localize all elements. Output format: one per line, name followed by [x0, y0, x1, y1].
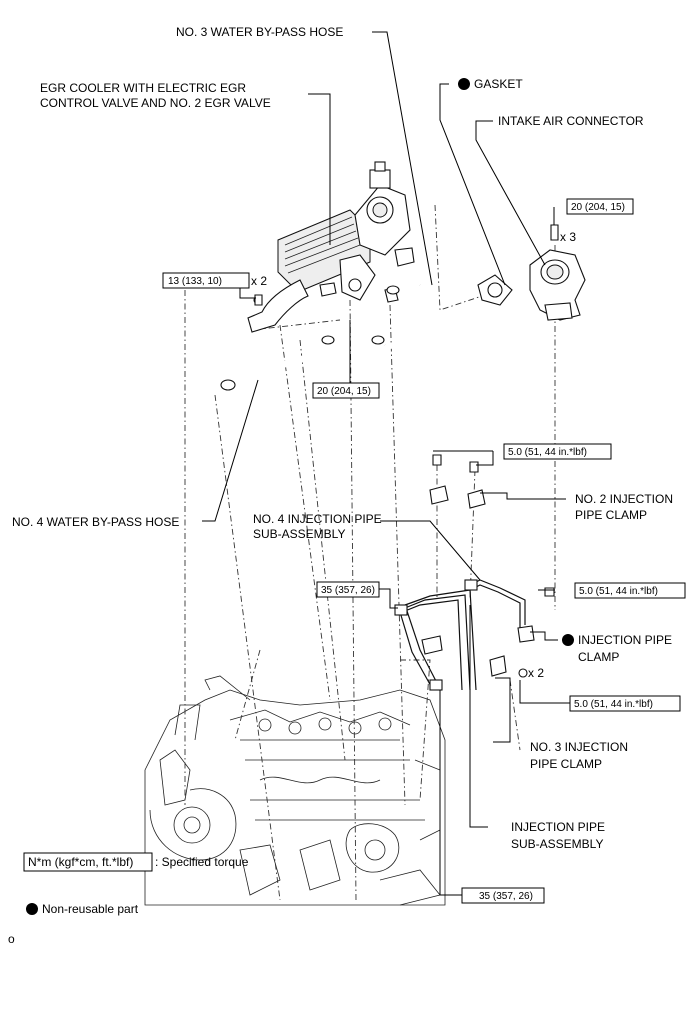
torque-box-35-b: 35 (357, 26)	[461, 887, 545, 904]
leader-lines	[202, 31, 570, 896]
multiplier-x2-a: x 2	[251, 274, 267, 288]
label-gasket: GASKET	[474, 77, 523, 91]
torque-20-top-text: 20 (204, 15)	[571, 202, 625, 213]
label-egr-cooler-line2: CONTROL VALVE AND NO. 2 EGR VALVE	[40, 96, 271, 110]
label-no2-injection-pipe-clamp-line2: PIPE CLAMP	[575, 508, 647, 522]
legend-torque-unit: N*m (kgf*cm, ft.*lbf)	[28, 855, 133, 869]
label-no3-water-bypass-hose: NO. 3 WATER BY-PASS HOSE	[176, 25, 343, 39]
nonreusable-marker-injection-pipe-clamp	[562, 634, 574, 646]
torque-box-5-a: 5.0 (51, 44 in.*lbf)	[503, 443, 612, 460]
label-egr-cooler-line1: EGR COOLER WITH ELECTRIC EGR	[40, 81, 246, 95]
label-intake-air-connector: INTAKE AIR CONNECTOR	[498, 114, 644, 128]
torque-20-mid-text: 20 (204, 15)	[317, 386, 371, 397]
legend-torque: N*m (kgf*cm, ft.*lbf) : Specified torque	[23, 852, 249, 872]
label-no4-injection-pipe-line1: NO. 4 INJECTION PIPE	[253, 512, 382, 526]
torque-box-5-b: 5.0 (51, 44 in.*lbf)	[574, 582, 686, 599]
multiplier-x3: x 3	[560, 230, 576, 244]
torque-5-b-text: 5.0 (51, 44 in.*lbf)	[579, 586, 658, 597]
torque-5-a-text: 5.0 (51, 44 in.*lbf)	[508, 447, 587, 458]
label-injection-pipe-sub-assembly-line2: SUB-ASSEMBLY	[511, 837, 603, 851]
torque-box-20-mid: 20 (204, 15)	[312, 382, 380, 399]
label-injection-pipe-sub-assembly-line1: INJECTION PIPE	[511, 820, 605, 834]
assembly-lines	[184, 204, 556, 901]
footer-code: o	[8, 932, 15, 946]
nonreusable-marker-gasket	[458, 78, 470, 90]
torque-box-20-top: 20 (204, 15)	[566, 198, 634, 215]
egr-cooler-assembly	[247, 161, 415, 333]
torque-box-13: 13 (133, 10)	[162, 272, 250, 289]
multiplier-x2-b: x 2	[528, 666, 544, 680]
gasket	[477, 274, 513, 306]
torque-5-c-text: 5.0 (51, 44 in.*lbf)	[574, 699, 653, 710]
nonreusable-symbol	[26, 903, 38, 915]
label-injection-pipe-clamp-line2: CLAMP	[578, 650, 619, 664]
torque-35-b-text: 35 (357, 26)	[479, 891, 533, 902]
label-no3-injection-pipe-clamp-line2: PIPE CLAMP	[530, 757, 602, 771]
label-no3-injection-pipe-clamp-line1: NO. 3 INJECTION	[530, 740, 628, 754]
torque-box-5-c: 5.0 (51, 44 in.*lbf)	[569, 695, 681, 712]
label-no2-injection-pipe-clamp-line1: NO. 2 INJECTION	[575, 492, 673, 506]
intake-air-connector	[529, 224, 586, 321]
legend-torque-desc: : Specified torque	[155, 855, 249, 869]
torque-13-text: 13 (133, 10)	[168, 276, 222, 287]
legend-nonreusable-text: Non-reusable part	[42, 902, 139, 916]
torque-35-a-text: 35 (357, 26)	[321, 585, 375, 596]
label-injection-pipe-clamp-line1: INJECTION PIPE	[578, 633, 672, 647]
torque-box-35-a: 35 (357, 26)	[316, 581, 380, 598]
legend-nonreusable: Non-reusable part	[26, 902, 139, 916]
engine-block	[144, 675, 446, 906]
water-hoses	[220, 282, 431, 391]
label-no4-injection-pipe-line2: SUB-ASSEMBLY	[253, 527, 345, 541]
label-no4-water-bypass-hose: NO. 4 WATER BY-PASS HOSE	[12, 515, 179, 529]
injection-pipes	[254, 294, 555, 691]
